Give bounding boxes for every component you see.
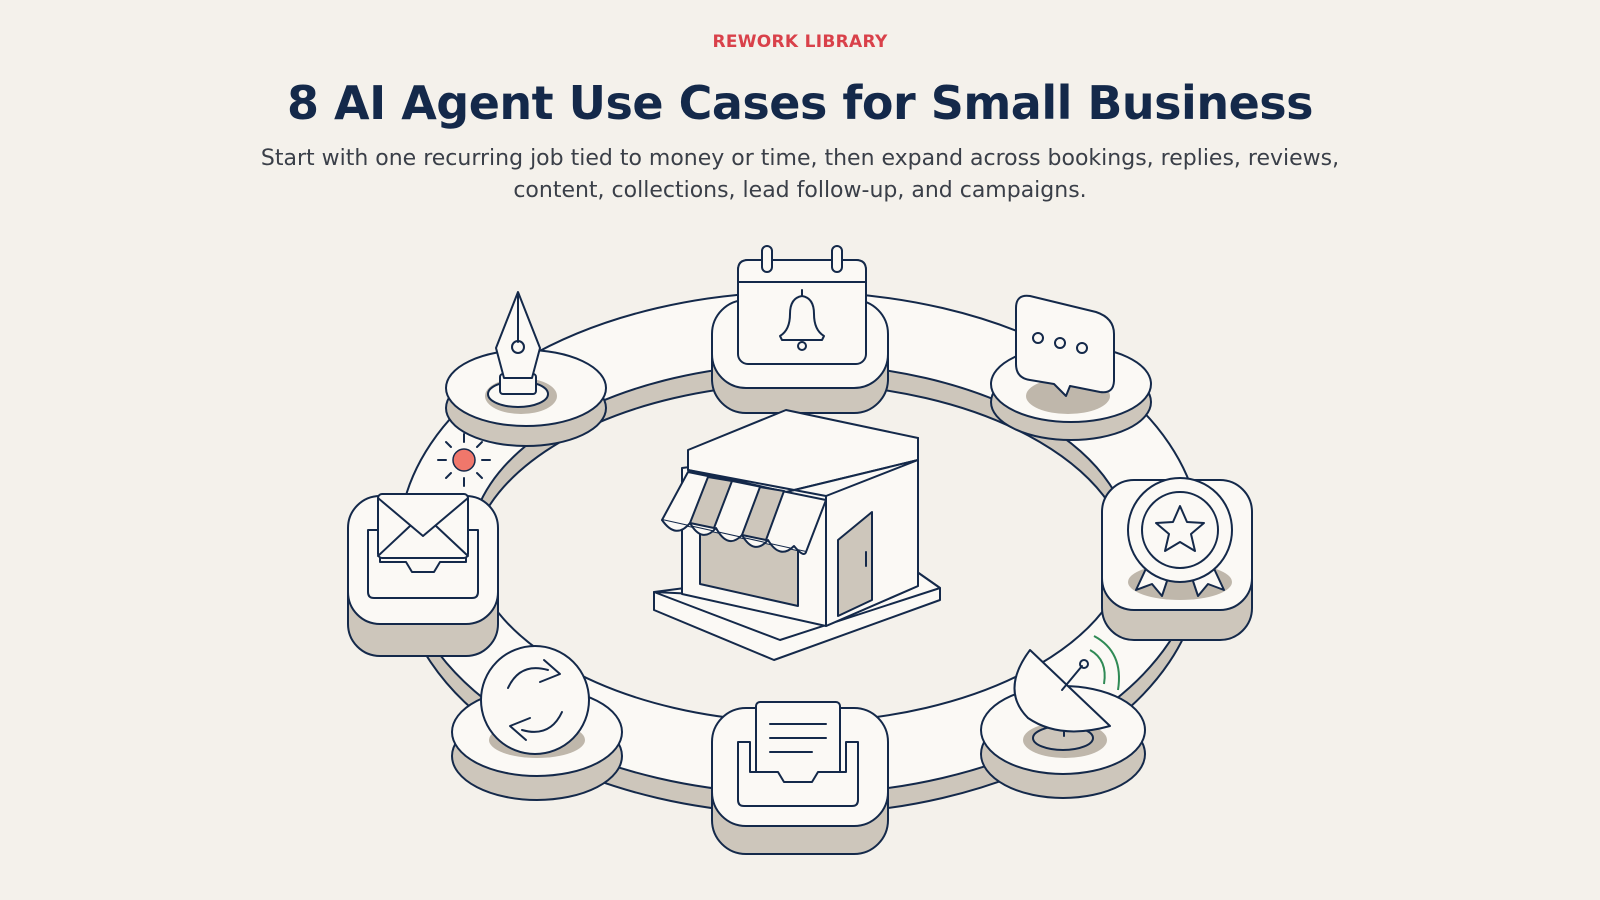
storefront-icon xyxy=(653,409,941,661)
email-inbox-icon xyxy=(367,493,479,599)
award-badge-icon xyxy=(1127,477,1233,597)
pen-nib-icon xyxy=(487,291,549,408)
page-title: 8 AI Agent Use Cases for Small Business xyxy=(286,76,1314,130)
sun-icon xyxy=(437,433,491,487)
document-tray-icon xyxy=(737,701,859,807)
calendar-bell-icon xyxy=(737,245,867,365)
chat-bubble-icon xyxy=(1015,294,1115,397)
satellite-dish-icon xyxy=(1013,635,1120,751)
eyebrow-label: REWORK LIBRARY xyxy=(712,32,888,52)
refresh-cycle-icon xyxy=(480,645,590,755)
page-subtitle: Start with one recurring job tied to mon… xyxy=(260,146,1340,203)
